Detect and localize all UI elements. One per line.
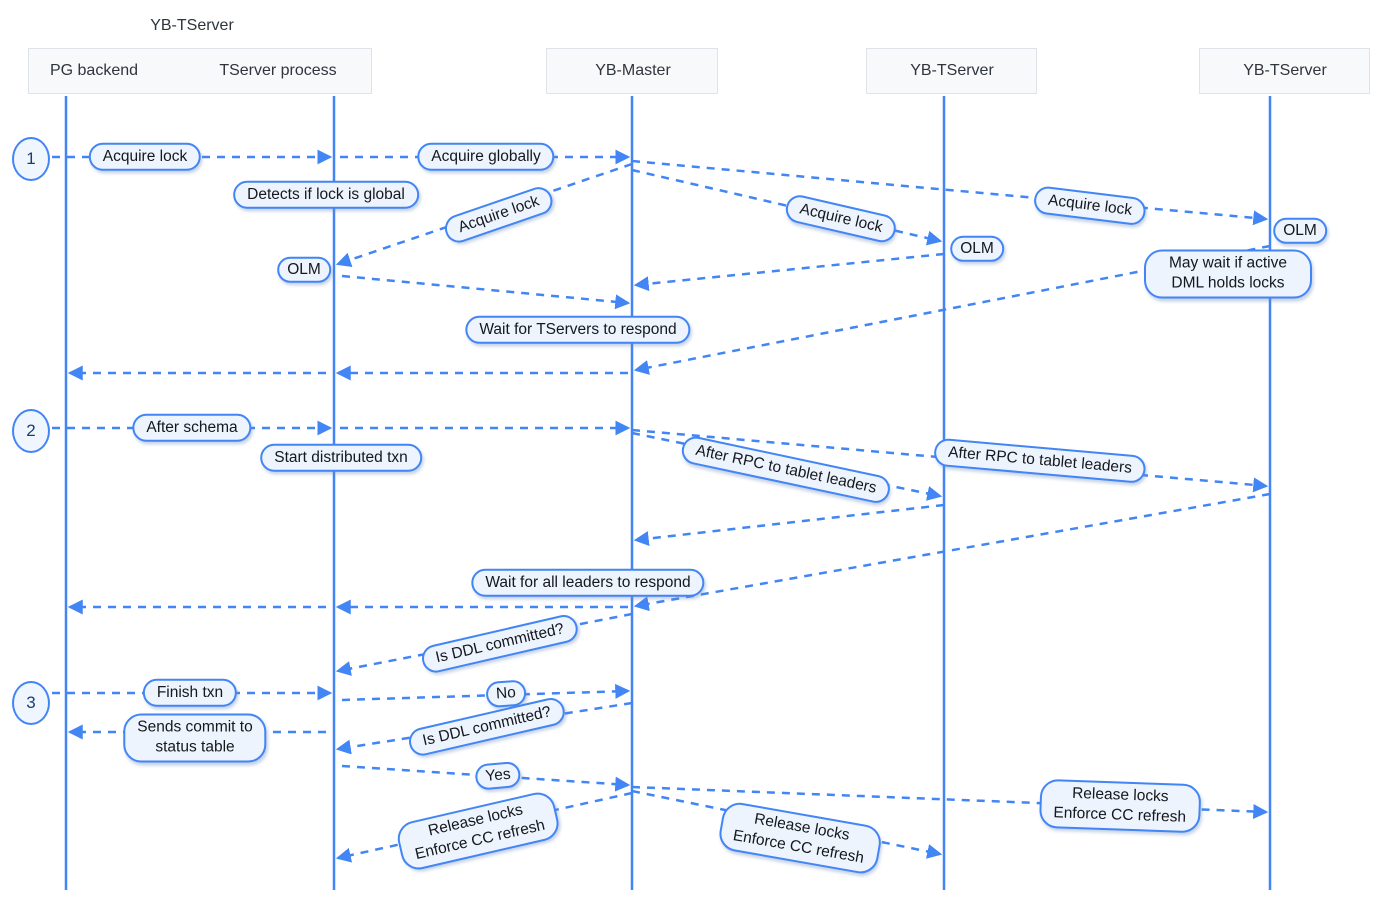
arrow-is-ddl-committed-1-master-to-tp — [335, 612, 633, 676]
section-number-3: 3 — [12, 681, 50, 725]
message-detects-if-lock-is-global: Detects if lock is global — [233, 180, 419, 210]
message-may-wait-active-dml: May wait if active DML holds locks — [1144, 249, 1312, 299]
arrow-is-ddl-committed-2-master-to-tp — [335, 701, 633, 755]
message-olm-ts1: OLM — [950, 235, 1004, 263]
arrow-reply2-ts1-to-master — [633, 503, 945, 547]
arrow-reply-tp-to-master — [341, 274, 631, 310]
arrow-acquire-lock-master-to-ts1 — [631, 168, 943, 246]
arrow-reply2-ts2-to-master — [633, 492, 1271, 612]
actor-yb-tserver-1: YB-TServer — [910, 62, 994, 79]
arrow-yes-tp-to-master — [341, 764, 631, 792]
group-label-yb-tserver: YB-TServer — [150, 17, 234, 34]
message-finish-txn: Finish txn — [142, 678, 238, 708]
actor-pg-backend: PG backend — [49, 62, 139, 79]
actor-box-yb-tserver-1: YB-TServer — [866, 48, 1037, 94]
actor-box-yb-tserver-2: YB-TServer — [1199, 48, 1370, 94]
section-number-1: 1 — [12, 137, 50, 181]
message-acquire-lock-pg: Acquire lock — [88, 142, 202, 172]
arrow-acquire-lock-master-to-ts2 — [631, 159, 1269, 226]
section-number-2: 2 — [12, 409, 50, 453]
message-olm-ts2: OLM — [1273, 217, 1327, 245]
actor-box-yb-master: YB-Master — [546, 48, 718, 94]
actor-yb-master: YB-Master — [595, 62, 671, 79]
arrow-reply-ts1-to-master — [633, 252, 945, 292]
message-sends-commit-to-status-table: Sends commit to status table — [123, 713, 267, 763]
actor-yb-tserver-2: YB-TServer — [1243, 62, 1327, 79]
message-after-schema: After schema — [132, 413, 252, 443]
message-wait-for-tservers: Wait for TServers to respond — [465, 315, 691, 345]
message-wait-for-all-leaders: Wait for all leaders to respond — [471, 568, 705, 598]
message-release-locks-ts2: Release locks Enforce CC refresh — [1038, 778, 1202, 834]
message-olm-tp: OLM — [277, 256, 331, 284]
message-start-distributed-txn: Start distributed txn — [260, 443, 422, 473]
arrow-no-tp-to-master — [341, 683, 631, 702]
lifelines — [64, 96, 1272, 890]
actor-tserver-process: TServer process — [219, 62, 337, 79]
actor-box-group: PG backend TServer process — [28, 48, 372, 94]
message-acquire-globally: Acquire globally — [417, 142, 555, 172]
